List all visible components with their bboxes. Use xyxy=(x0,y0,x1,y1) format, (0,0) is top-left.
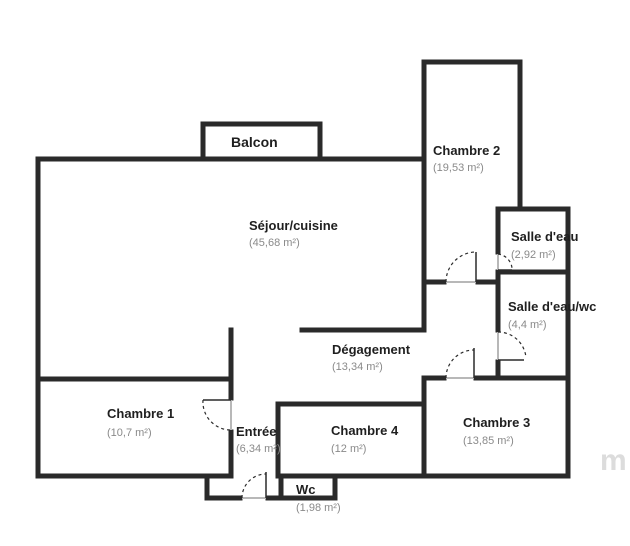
label-wc: Wc xyxy=(296,482,316,497)
area-sejour: (45,68 m²) xyxy=(249,237,300,249)
door-arc-salle-eau xyxy=(497,253,513,269)
area-chambre4: (12 m²) xyxy=(331,443,366,455)
label-chambre4: Chambre 4 xyxy=(331,423,399,438)
label-chambre2: Chambre 2 xyxy=(433,143,500,158)
area-chambre1: (10,7 m²) xyxy=(107,427,152,439)
area-chambre2: (19,53 m²) xyxy=(433,162,484,174)
area-chambre3: (13,85 m²) xyxy=(463,435,514,447)
label-degagement: Dégagement xyxy=(332,342,411,357)
label-balcon: Balcon xyxy=(231,134,278,150)
doors xyxy=(202,251,527,499)
label-salle-eau: Salle d'eau xyxy=(511,229,578,244)
room-labels: Balcon Chambre 2 (19,53 m²) Séjour/cuisi… xyxy=(107,134,596,514)
door-arc-salle-eau-wc xyxy=(497,331,527,359)
label-salle-eau-wc: Salle d'eau/wc xyxy=(508,299,596,314)
area-degagement: (13,34 m²) xyxy=(332,361,383,373)
door-arc-chambre3 xyxy=(445,349,475,379)
wall-chambre4 xyxy=(275,401,427,479)
door-arc-entree xyxy=(241,473,267,499)
wall-balcon xyxy=(200,121,323,162)
wall-chambre2 xyxy=(421,59,523,333)
wall-entree-bottom xyxy=(204,473,243,501)
wall-chambre3 xyxy=(421,375,571,479)
wall-salle-eau xyxy=(495,206,571,381)
area-entree: (6,34 m²) xyxy=(236,443,281,455)
label-chambre3: Chambre 3 xyxy=(463,415,530,430)
wall-chambre3-top-left xyxy=(421,375,447,407)
label-sejour: Séjour/cuisine xyxy=(249,218,338,233)
label-chambre1: Chambre 1 xyxy=(107,406,174,421)
label-entree: Entrée xyxy=(236,424,276,439)
walls xyxy=(35,59,571,501)
door-arc-chambre2 xyxy=(445,251,477,283)
door-arc-chambre1 xyxy=(202,399,232,431)
area-salle-eau: (2,92 m²) xyxy=(511,249,556,261)
wall-wc xyxy=(278,473,338,501)
watermark-logo-icon: m xyxy=(600,444,627,477)
area-wc: (1,98 m²) xyxy=(296,502,341,514)
area-salle-eau-wc: (4,4 m²) xyxy=(508,319,547,331)
